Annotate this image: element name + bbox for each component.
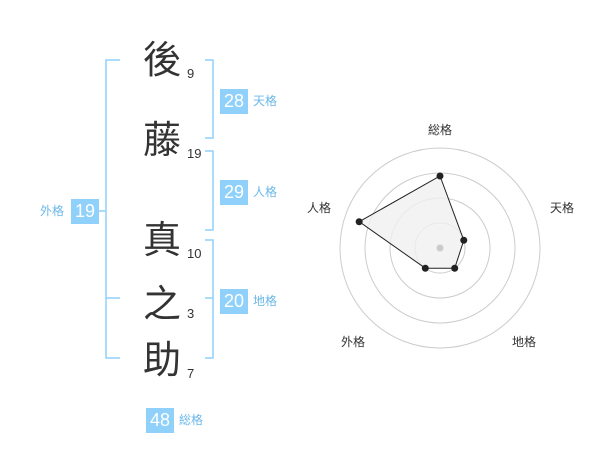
radar-point-3 [451,264,459,272]
radar-point-4 [421,264,429,272]
gaikaku-value: 19 [71,199,99,224]
gaikaku-label: 外格 [40,204,65,218]
name-char-4: 之 [142,282,181,326]
stroke-count-2: 19 [187,146,202,161]
radar-axis-label-soukaku: 総格 [428,123,453,137]
radar-polygon [358,175,465,269]
radar-axis-label-gaikaku: 外格 [341,335,366,349]
radar-ring [339,147,541,349]
jinkaku-label: 人格 [253,185,278,199]
stroke-count-3: 10 [187,246,202,261]
stroke-count-1: 9 [187,66,195,81]
stroke-count-4: 3 [187,306,195,321]
chikaku-label: 地格 [253,294,278,308]
radar-points [355,172,468,272]
chikaku-bracket [205,239,214,359]
jinkaku-value: 29 [220,180,248,205]
tenkaku-bracket [205,59,214,139]
radar-axis-label-tenkaku: 天格 [550,201,575,215]
radar-center-dot [436,244,444,252]
gaikaku-bracket [105,59,120,359]
name-char-3: 真 [142,218,181,262]
radar-point-5 [355,218,363,226]
soukaku-label: 総格 [179,413,204,427]
tenkaku-label: 天格 [253,94,278,108]
name-char-2: 藤 [142,118,181,162]
radar-axis-label-chikaku: 地格 [512,335,537,349]
radar-point-2 [460,236,468,244]
radar-axis-label-jinkaku: 人格 [307,201,332,215]
stroke-count-5: 7 [187,366,195,381]
chikaku-value: 20 [220,289,248,314]
jinkaku-bracket [205,150,214,231]
radar-point-1 [436,172,444,180]
name-char-1: 後 [142,38,181,82]
tenkaku-value: 28 [220,89,248,114]
soukaku-value: 48 [146,408,174,433]
name-char-5: 助 [142,338,181,382]
